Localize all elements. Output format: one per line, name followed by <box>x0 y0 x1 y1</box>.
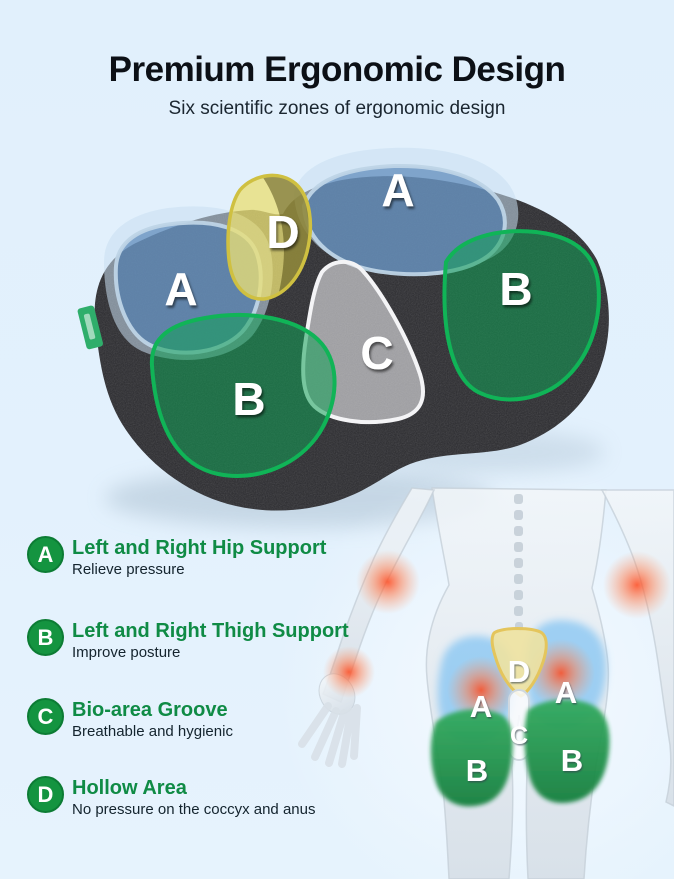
body-spine <box>514 494 523 631</box>
body-zone-hollow <box>490 627 548 698</box>
legend-title-thigh-support: Left and Right Thigh Support <box>72 620 349 642</box>
legend-item-hip-support: A Left and Right Hip Support Relieve pre… <box>27 536 326 579</box>
legend-desc-bio-groove: Breathable and hygienic <box>72 723 233 740</box>
pain-spot-elbow-left <box>356 550 420 614</box>
page-subtitle: Six scientific zones of ergonomic design <box>168 98 506 119</box>
body-label-hip-right: A <box>555 675 577 710</box>
legend-title-bio-groove: Bio-area Groove <box>72 699 228 721</box>
zone-badge-d: D <box>27 776 64 813</box>
body-illustration: A A D C B B <box>275 460 674 879</box>
legend-desc-hip-support: Relieve pressure <box>72 561 185 578</box>
legend-title-hollow-area: Hollow Area <box>72 777 187 799</box>
cushion-label-groove: C <box>360 327 393 379</box>
cushion-label-thigh-right: B <box>499 263 532 315</box>
legend-desc-thigh-support: Improve posture <box>72 644 181 661</box>
body-zone-thigh-left <box>430 709 513 807</box>
header: Premium Ergonomic Design Six scientific … <box>0 0 674 120</box>
body-label-thigh-left: B <box>466 753 488 788</box>
cushion-label-thigh-left: B <box>232 373 265 425</box>
legend-desc-hollow-area: No pressure on the coccyx and anus <box>72 801 316 818</box>
body-label-thigh-right: B <box>561 743 583 778</box>
cushion-zone-thigh-left <box>149 313 337 478</box>
cushion-label-hollow: D <box>266 206 299 258</box>
page-title: Premium Ergonomic Design <box>108 50 566 89</box>
pain-spot-wrist-left <box>323 646 375 698</box>
legend-title-hip-support: Left and Right Hip Support <box>72 537 327 559</box>
body-label-hip-left: A <box>470 689 492 724</box>
zone-badge-b: B <box>27 619 64 656</box>
body-zone-thigh-right <box>524 699 610 803</box>
pain-spot-elbow-right <box>603 551 671 619</box>
legend-item-thigh-support: B Left and Right Thigh Support Improve p… <box>27 619 349 662</box>
body-label-groove: C <box>510 722 528 750</box>
zone-badge-a: A <box>27 536 64 573</box>
cushion-illustration: A A D C B B <box>77 147 609 528</box>
cushion-zone-hollow-outline <box>226 173 313 301</box>
pain-spot-hip-left <box>447 656 515 724</box>
cushion-zone-thigh-right <box>442 229 601 402</box>
body-label-hollow: D <box>508 654 530 689</box>
zone-badge-c: C <box>27 698 64 735</box>
cushion-label-hip-right: A <box>381 164 414 216</box>
brand-tag <box>77 305 103 350</box>
legend-item-hollow-area: D Hollow Area No pressure on the coccyx … <box>27 776 315 819</box>
legend-item-bio-groove: C Bio-area Groove Breathable and hygieni… <box>27 698 233 741</box>
body-hand-left-fingers <box>298 702 361 768</box>
cushion-label-hip-left: A <box>164 263 197 315</box>
